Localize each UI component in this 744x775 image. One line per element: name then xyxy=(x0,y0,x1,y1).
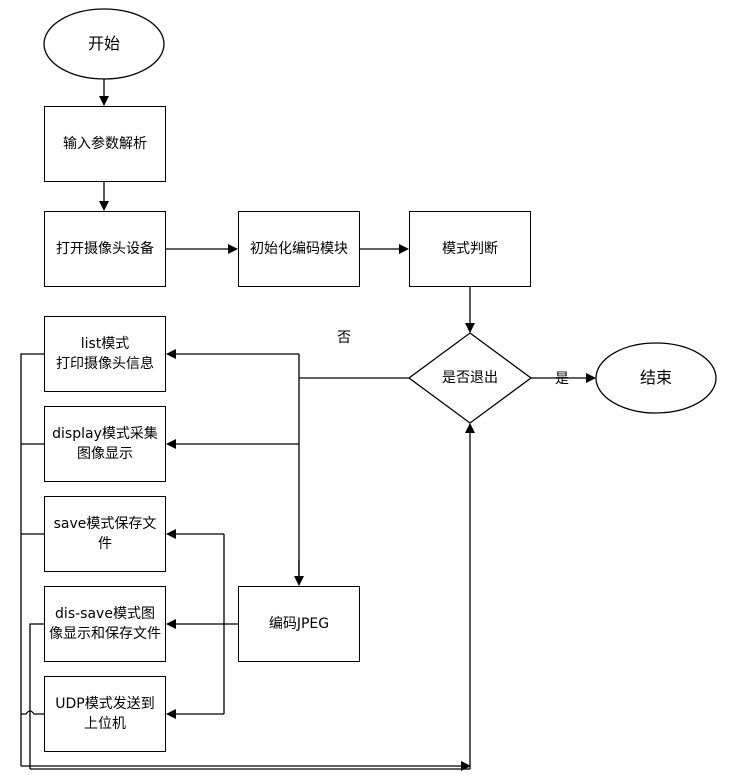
udp-mode-node: UDP模式发送到上位机 xyxy=(44,676,166,752)
list-mode-node: list模式 打印摄像头信息 xyxy=(44,316,166,392)
display-mode-node: display模式采集图像显示 xyxy=(44,406,166,482)
mode-check-node: 模式判断 xyxy=(409,211,531,287)
end-node: 结束 xyxy=(639,368,672,387)
init-encoder-node: 初始化编码模块 xyxy=(238,211,360,287)
open-camera-node: 打开摄像头设备 xyxy=(44,211,166,287)
start-node: 开始 xyxy=(87,34,120,53)
dis-save-mode-node: dis-save模式图像显示和保存文件 xyxy=(44,586,166,662)
encode-jpeg-node: 编码JPEG xyxy=(238,586,360,662)
yes-label: 是 xyxy=(555,371,569,387)
save-mode-node: save模式保存文件 xyxy=(44,496,166,572)
no-label: 否 xyxy=(337,330,351,346)
exit-check-node: 是否退出 xyxy=(442,370,498,386)
parse-node: 输入参数解析 xyxy=(44,106,166,182)
end-ellipse xyxy=(595,342,717,414)
